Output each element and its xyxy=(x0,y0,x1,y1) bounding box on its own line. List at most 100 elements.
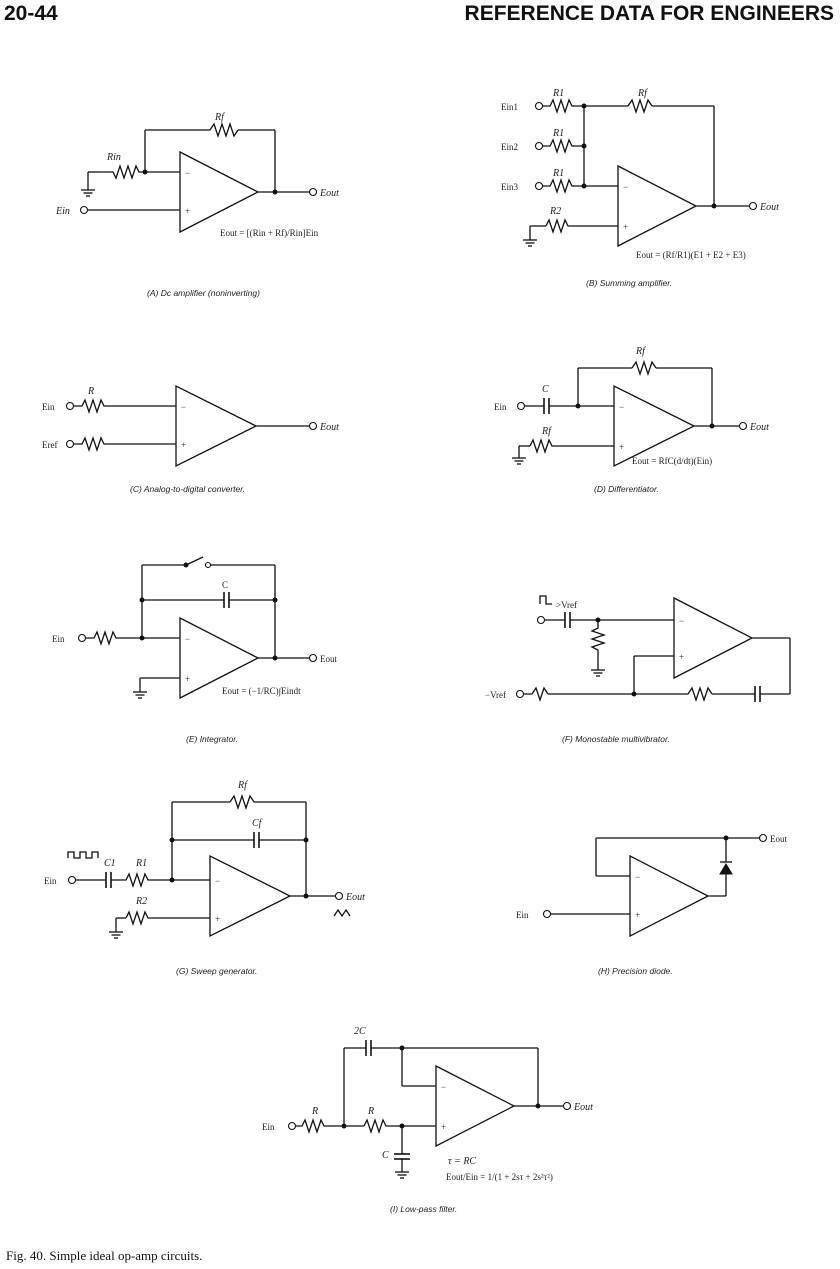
label-ein: Ein xyxy=(55,206,70,217)
svg-text:+: + xyxy=(623,222,628,232)
label-rf-d-bot: Rf xyxy=(541,426,552,437)
pulse-icon xyxy=(539,595,552,605)
label-eout-b: Eout xyxy=(759,202,779,213)
label-r-c: R xyxy=(87,386,94,397)
op-amp-c xyxy=(175,384,258,468)
label-eout-g: Eout xyxy=(345,892,365,903)
resistor-r2-g xyxy=(125,909,210,927)
circuit-i-low-pass-filter: − + 2C R R C Ein Eout τ = RC Eout/Ein = … xyxy=(262,1026,593,1214)
label-cf-g: Cf xyxy=(252,818,263,829)
resistor-f-shunt xyxy=(589,620,607,670)
op-amp-h xyxy=(629,854,710,938)
svg-text:−: − xyxy=(215,876,220,886)
caption-a: (A) Dc amplifier (noninverting) xyxy=(147,288,260,298)
resistor-rf-b xyxy=(627,97,653,115)
label-vref-pos: >Vref xyxy=(556,600,577,610)
diode-h xyxy=(719,863,733,875)
op-amp-b xyxy=(617,164,698,248)
label-c-i: C xyxy=(382,1150,389,1161)
label-r1-mid: R1 xyxy=(552,128,564,139)
label-eout-d: Eout xyxy=(749,422,769,433)
circuit-f-monostable: − + >Vref −Vref (F) Monostable multivibr… xyxy=(485,595,791,744)
caption-h: (H) Precision diode. xyxy=(598,966,673,976)
svg-text:+: + xyxy=(619,442,624,452)
circuit-h-precision-diode: − + Ein Eout (H) Precision diode. xyxy=(516,833,787,976)
caption-g: (G) Sweep generator. xyxy=(176,966,257,976)
svg-text:+: + xyxy=(635,910,640,920)
svg-text:−: − xyxy=(635,872,640,882)
svg-text:+: + xyxy=(181,440,186,450)
label-tau-i: τ = RC xyxy=(448,1156,476,1167)
caption-i: (I) Low-pass filter. xyxy=(390,1204,457,1214)
resistor-rf-g xyxy=(229,793,255,811)
op-amp-d xyxy=(613,384,696,468)
op-amp-circuits-figure: − + Rf Rin Ein Eout Eout = [(Rin + Rf)/R… xyxy=(42,88,791,1214)
label-eout-c: Eout xyxy=(319,422,339,433)
label-r2-b: R2 xyxy=(549,206,561,217)
resistor-r-c2 xyxy=(74,435,176,453)
resistor-r-i1 xyxy=(296,1117,364,1135)
page-number: 20-44 xyxy=(4,2,58,25)
circuit-d-differentiator: − + Rf C Rf Ein Eout Eout = RfC(d/dt)(Ei… xyxy=(494,346,769,494)
resistor-rin xyxy=(98,163,145,181)
label-ein-i: Ein xyxy=(262,1122,275,1132)
equation-i: Eout/Ein = 1/(1 + 2sτ + 2s²τ²) xyxy=(446,1172,553,1182)
svg-text:−: − xyxy=(185,168,190,178)
caption-e: (E) Integrator. xyxy=(186,734,238,744)
op-amp-f xyxy=(673,596,754,680)
label-eref-c: Eref xyxy=(42,440,58,450)
label-vref-neg: −Vref xyxy=(485,690,506,700)
header-title: REFERENCE DATA FOR ENGINEERS xyxy=(464,2,834,25)
pulse-train-icon xyxy=(67,851,99,859)
figure-caption: Fig. 40. Simple ideal op-amp circuits. xyxy=(6,1248,203,1263)
circuit-a-dc-amplifier: − + Rf Rin Ein Eout Eout = [(Rin + Rf)/R… xyxy=(55,112,339,298)
resistor-rf xyxy=(209,121,239,139)
label-ein1: Ein1 xyxy=(501,102,518,112)
svg-text:−: − xyxy=(185,634,190,644)
label-2c-i: 2C xyxy=(354,1026,366,1037)
label-c-d: C xyxy=(542,384,549,395)
caption-f: (F) Monostable multivibrator. xyxy=(562,734,670,744)
resistor-r1-g xyxy=(111,871,210,889)
sawtooth-icon xyxy=(333,908,351,918)
svg-text:−: − xyxy=(679,616,684,626)
label-ein3: Ein3 xyxy=(501,182,518,192)
resistor-r1-bot xyxy=(543,177,618,195)
label-rf: Rf xyxy=(214,112,225,123)
label-ein-h: Ein xyxy=(516,910,529,920)
resistor-r-i2 xyxy=(363,1117,436,1135)
op-amp-a xyxy=(179,150,260,234)
label-r1-bot: R1 xyxy=(552,168,564,179)
svg-text:−: − xyxy=(441,1082,446,1092)
resistor-rf-d-bot xyxy=(529,437,614,455)
label-eout-i: Eout xyxy=(573,1102,593,1113)
op-amp-i xyxy=(435,1064,516,1148)
resistor-rf-d-top xyxy=(631,359,657,377)
resistor-r1-mid xyxy=(543,137,584,155)
equation-a: Eout = [(Rin + Rf)/Rin]Ein xyxy=(220,228,319,238)
circuit-b-summing-amplifier: − + R1 Rf R1 R1 R2 Ein1 Ein2 Ein3 Eout E… xyxy=(501,88,779,288)
resistor-r2-b xyxy=(545,217,618,235)
label-ein-e: Ein xyxy=(52,634,65,644)
label-r-i2: R xyxy=(367,1106,374,1117)
svg-text:+: + xyxy=(185,674,190,684)
equation-e: Eout = (−1/RC)∫Eindt xyxy=(222,686,301,697)
label-c1-g: C1 xyxy=(104,858,116,869)
svg-text:+: + xyxy=(441,1122,446,1132)
resistor-r-c1 xyxy=(74,397,176,415)
label-ein2: Ein2 xyxy=(501,142,518,152)
label-rin: Rin xyxy=(106,152,121,163)
svg-text:−: − xyxy=(619,402,624,412)
op-amp-g xyxy=(209,854,292,938)
label-c-e: C xyxy=(222,580,228,590)
label-ein-g: Ein xyxy=(44,876,57,886)
equation-b: Eout = (Rf/R1)(E1 + E2 + E3) xyxy=(636,250,746,260)
svg-text:+: + xyxy=(215,914,220,924)
page-header: 20-44 REFERENCE DATA FOR ENGINEERS xyxy=(0,0,840,28)
svg-text:+: + xyxy=(185,206,190,216)
svg-text:−: − xyxy=(181,402,186,412)
resistor-f-ref xyxy=(524,686,549,703)
circuit-g-sweep-generator: − + Rf Cf C1 R1 R2 Ein Eout (G) Sweep ge… xyxy=(44,780,365,976)
svg-text:−: − xyxy=(623,182,628,192)
label-ein-d: Ein xyxy=(494,402,507,412)
